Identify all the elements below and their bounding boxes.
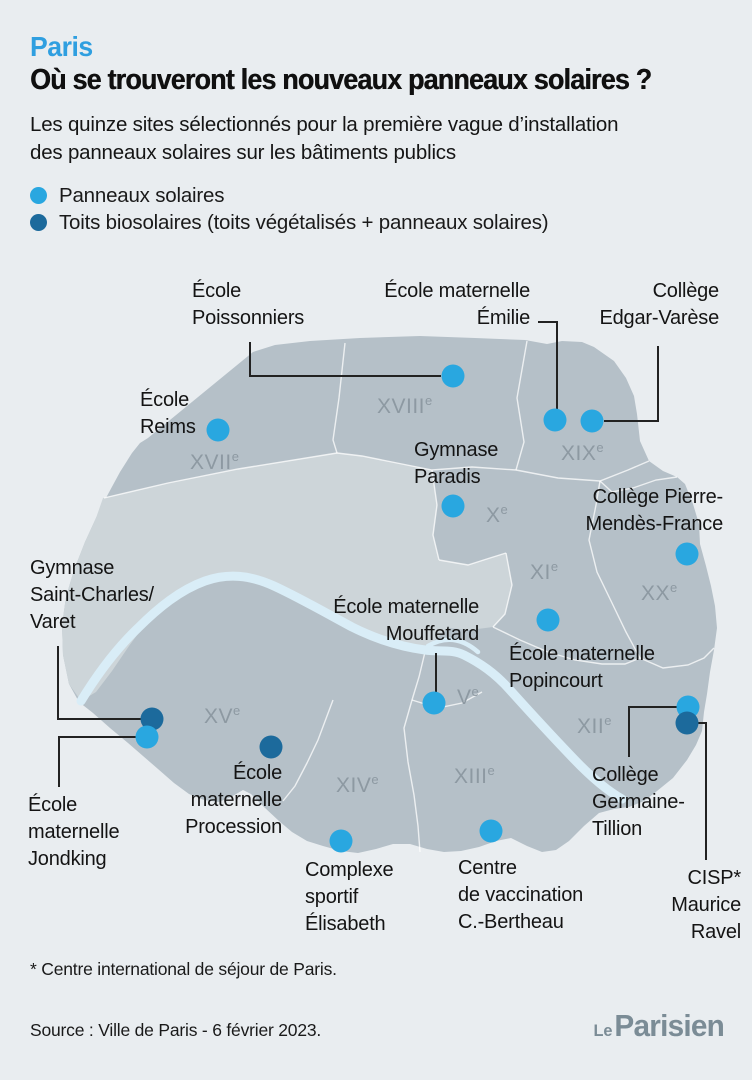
connector-emilie [538, 321, 558, 409]
arrondissement-label-x: Xe [486, 502, 509, 527]
arrondissement-borders [103, 340, 715, 853]
connector-poissonniers [249, 342, 441, 377]
source-credit: Source : Ville de Paris - 6 février 2023… [30, 1020, 322, 1040]
border-center-east [438, 552, 507, 566]
logo-le-text: Le [593, 1021, 613, 1040]
border-xiii-xiv [403, 651, 426, 853]
legend: Panneaux solaires Toits biosolaires (toi… [30, 182, 549, 236]
page-title: Où se trouveront les nouveaux panneaux s… [30, 64, 652, 96]
connector-germaine-tillion [628, 706, 677, 757]
connector-cisp [698, 722, 707, 860]
site-dot-ecole-reims [206, 418, 230, 442]
site-dot-complexe-sportif-elisabeth [329, 829, 353, 853]
site-dot-gymnase-paradis [441, 494, 465, 518]
connector-edgar-varese [604, 346, 659, 422]
site-dot-ecole-poissonniers [441, 364, 465, 388]
central-arrondissements [62, 453, 512, 701]
logo-parisien-text: Parisien [614, 1008, 724, 1043]
site-label-college-pierre-mendes-france: Collège Pierre-Mendès-France [585, 486, 724, 535]
border-xi-xx [588, 480, 641, 659]
legend-label-solar: Panneaux solaires [59, 183, 225, 207]
site-dot-ecole-maternelle-procession [259, 735, 283, 759]
subtitle-line-1: Les quinze sites sélectionnés pour la pr… [30, 113, 619, 136]
border-ix-x [431, 469, 440, 561]
border-xvii-xviii [332, 342, 346, 454]
connector-lines [57, 321, 707, 860]
site-dot-ecole-maternelle-emilie [543, 408, 567, 432]
legend-item-solar: Panneaux solaires [30, 182, 548, 209]
arrondissement-label-xii: XIIe [577, 713, 612, 738]
kicker: Paris [30, 31, 93, 62]
seine-river [76, 571, 627, 804]
site-dot-cisp-maurice-ravel [675, 711, 699, 735]
arrondissement-label-xi: XIe [530, 559, 559, 584]
border-xx-xii [639, 647, 715, 669]
border-xiv-xv [282, 699, 334, 802]
border-xii-north [492, 626, 641, 665]
connector-jondking [58, 736, 136, 787]
legend-item-biosolar: Toits biosolaires (toits végétalisés + p… [30, 209, 549, 236]
site-dot-gymnase-saint-charles-varet [140, 707, 164, 731]
legend-label-biosolar: Toits biosolaires (toits végétalisés + p… [59, 210, 549, 234]
border-xi-west [492, 552, 513, 628]
arrondissement-label-xx: XXe [641, 580, 678, 605]
arrondissement-label-xiv: XIVe [336, 772, 380, 797]
solar-dot-icon [30, 187, 47, 204]
site-dot-centre-vaccination-bertheau [479, 819, 503, 843]
arrondissement-label-xiii: XIIIe [454, 763, 496, 788]
arrondissement-label-xvii: XVIIe [190, 449, 240, 474]
border-xx-north [599, 476, 678, 493]
site-dot-ecole-maternelle-popincourt [536, 608, 560, 632]
site-dot-ecole-maternelle-mouffetard [422, 691, 446, 715]
site-dot-college-edgar-varese [580, 409, 604, 433]
footnote: * Centre international de séjour de Pari… [30, 959, 337, 979]
site-dot-college-pierre-mendes-france [675, 542, 699, 566]
subtitle: Les quinze sites sélectionnés pour la pr… [30, 111, 618, 167]
border-xviii-xix [515, 340, 528, 471]
le-parisien-logo: Le Parisien [593, 1008, 724, 1044]
arrondissement-label-v: Ve [457, 684, 480, 709]
arrondissement-label-xviii: XVIIIe [377, 393, 433, 418]
arrondissement-label-xv: XVe [204, 703, 241, 728]
subtitle-line-2: des panneaux solaires sur les bâtiments … [30, 141, 456, 164]
seine-island-channel [425, 637, 481, 655]
arrondissement-label-xix: XIXe [561, 440, 605, 465]
biosolar-dot-icon [30, 214, 47, 231]
site-dot-ecole-maternelle-jondking [135, 725, 159, 749]
connector-saint-charles [57, 646, 141, 720]
